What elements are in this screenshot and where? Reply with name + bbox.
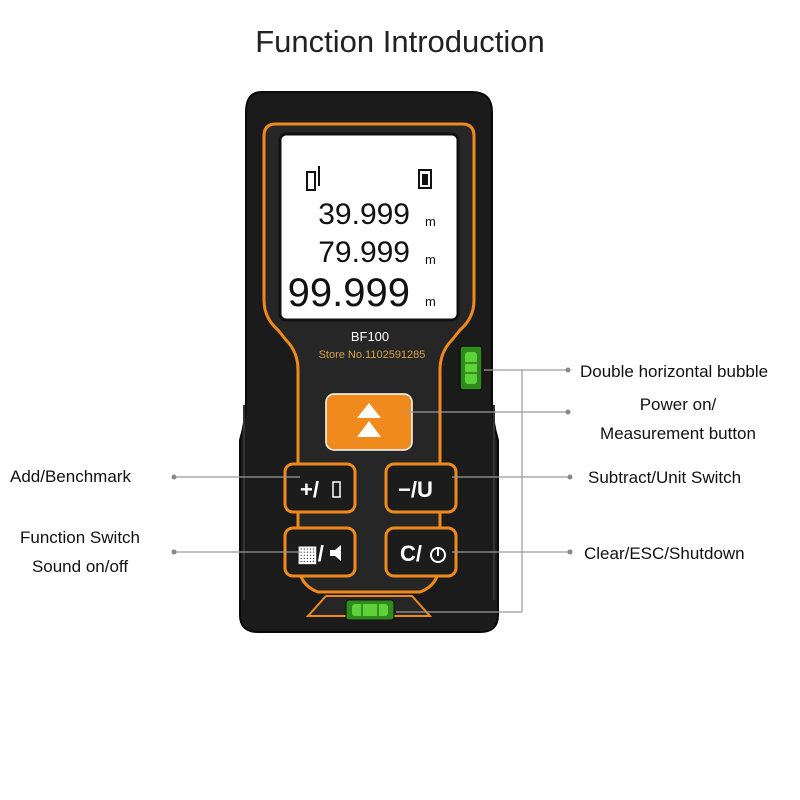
- laser-icon: [306, 171, 316, 191]
- callout-dots: [171, 367, 573, 555]
- display-line-2: 79.999: [318, 236, 410, 269]
- callout-lines: [176, 369, 570, 613]
- add-button-glyph: +/: [300, 477, 319, 502]
- subtract-button-glyph: −/U: [398, 477, 433, 502]
- label-power-1: Power on/: [639, 395, 717, 414]
- store-label: Store No.1102591285: [319, 349, 426, 361]
- label-subtract: Subtract/Unit Switch: [588, 468, 742, 487]
- power-icon: [430, 547, 446, 563]
- label-power-2: Measurement button: [600, 424, 756, 443]
- clear-button-glyph: C/: [400, 541, 422, 566]
- triangle-up-icon: [357, 403, 381, 418]
- lcd-screen: [278, 132, 460, 322]
- battery-icon: [418, 169, 432, 189]
- add-benchmark-button[interactable]: [283, 462, 357, 514]
- function-button-glyph: ▦/: [297, 541, 324, 566]
- label-function-2: Sound on/off: [31, 557, 129, 576]
- label-clear: Clear/ESC/Shutdown: [584, 544, 745, 563]
- laser-device-icon: [332, 481, 341, 498]
- speaker-icon: [330, 545, 341, 561]
- display-line-1: 39.999: [318, 198, 410, 231]
- side-grip: [243, 405, 495, 600]
- display-line-3: 99.999: [288, 271, 410, 315]
- model-label: BF100: [351, 329, 389, 344]
- label-double-bubble: Double horizontal bubble: [580, 362, 769, 381]
- display-unit-1: m: [425, 214, 436, 229]
- page-title: Function Introduction: [255, 24, 545, 59]
- display-unit-2: m: [425, 252, 436, 267]
- label-function-1: Function Switch: [20, 528, 140, 547]
- subtract-unit-button[interactable]: [384, 462, 458, 514]
- display-unit-3: m: [425, 294, 436, 309]
- label-add: Add/Benchmark: [10, 467, 131, 486]
